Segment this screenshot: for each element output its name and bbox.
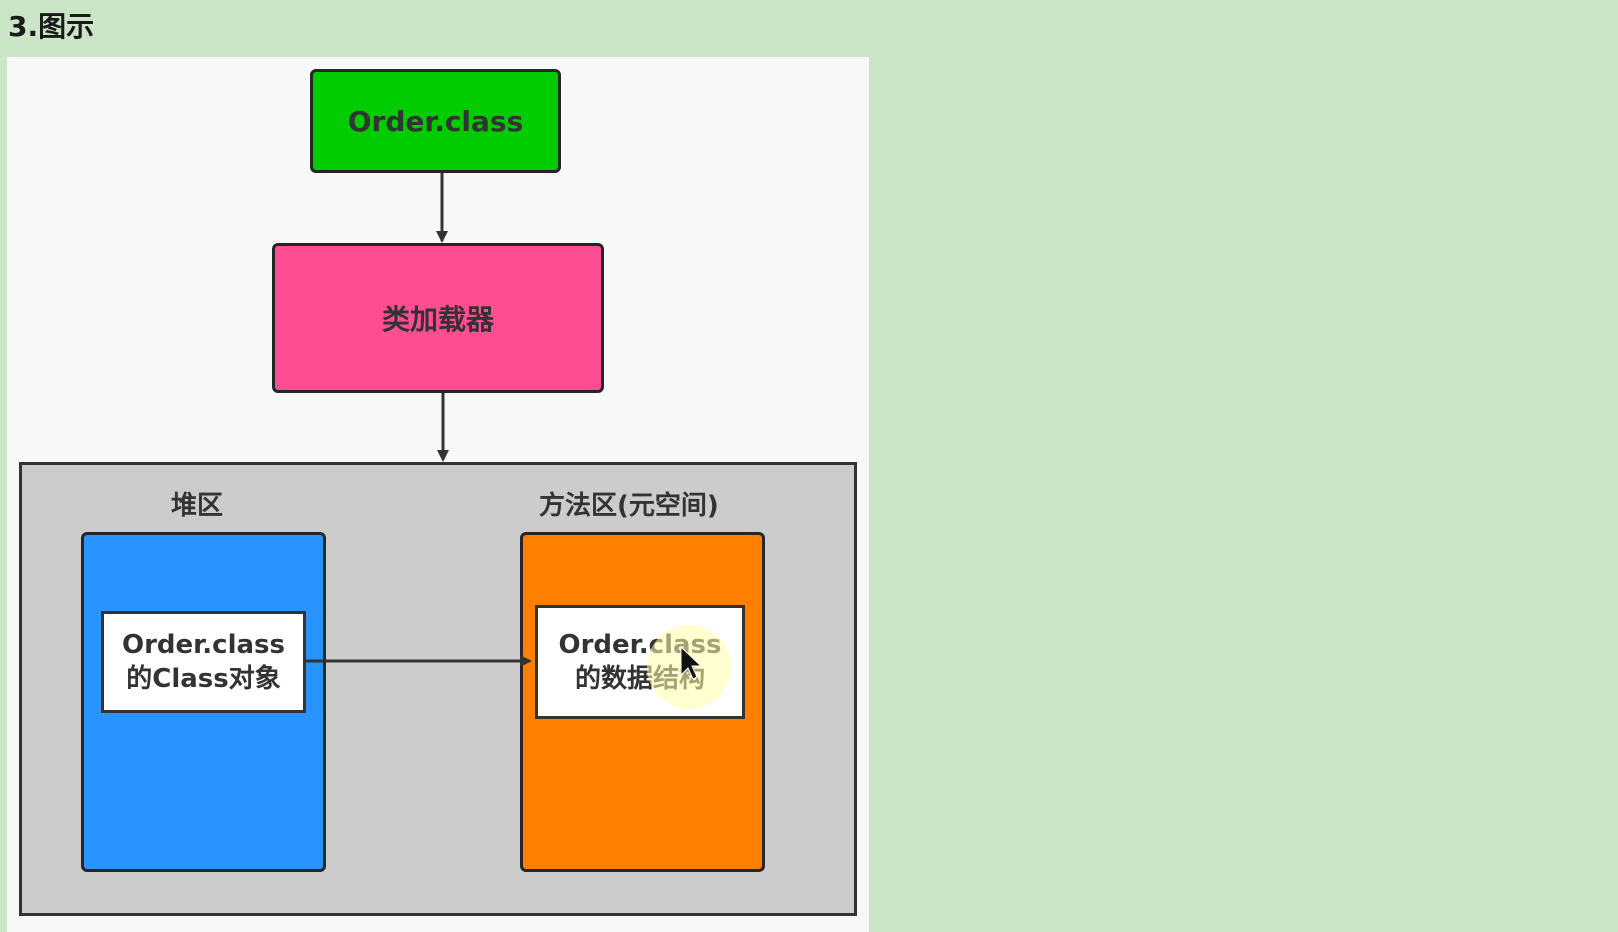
class-file-box: Order.class: [310, 69, 561, 173]
class-loader-label: 类加载器: [381, 303, 494, 336]
class-object-box: Order.class 的Class对象: [101, 611, 306, 713]
mouse-cursor-highlight: [647, 625, 731, 709]
diagram-panel: Order.class 类加载器 堆区 方法区(元空间) Order.class…: [7, 57, 869, 932]
class-object-line2: 的Class对象: [126, 664, 281, 694]
heap-label: 堆区: [171, 491, 224, 521]
section-heading: 3.图示: [8, 10, 95, 43]
runtime-memory-area: 堆区 方法区(元空间) Order.class 的Class对象 Order.c…: [19, 462, 857, 916]
class-file-label: Order.class: [347, 104, 524, 138]
class-loader-box: 类加载器: [272, 243, 604, 393]
class-object-line1: Order.class: [122, 630, 285, 660]
method-area-label: 方法区(元空间): [539, 491, 719, 521]
